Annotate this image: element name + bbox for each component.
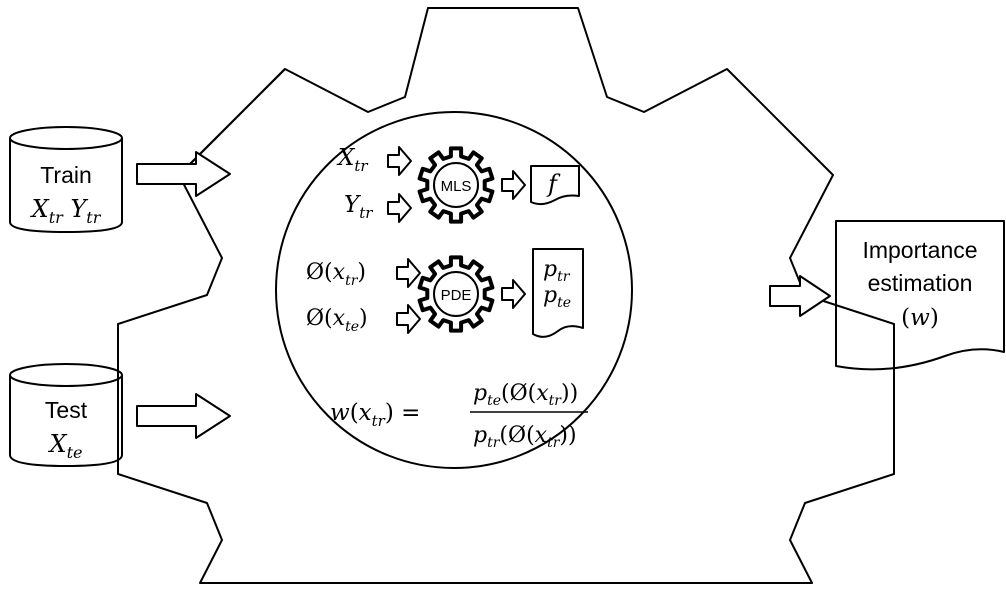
mls-out-arrow [501,170,526,200]
pde-gear-icon [417,255,495,333]
mls-gear-teeth [417,146,495,224]
mls-gear-icon [417,146,495,224]
output-symbol: (w) [901,305,939,331]
pde-out-arrow [501,279,526,309]
train-database: Train Xtr Ytr [9,126,123,233]
mls-row: Xtr Ytr MLS f [336,145,580,224]
pde-input-tr: Ø(xtr) [306,260,366,289]
formula-denominator: ptr(Ø(xtr)) [473,423,577,451]
train-arrow [136,151,231,197]
pde-input-te: Ø(xte) [306,306,368,335]
pde-label: PDE [441,287,472,304]
pde-output-ptr: ptr [543,257,571,285]
output-line-2: estimation [868,270,973,296]
test-title: Test [45,397,88,423]
importance-estimation-document: Importance estimation (w) [835,220,1005,371]
pde-in-arrow-1 [396,258,421,288]
mls-input-y: Ytr [344,192,373,222]
test-database: Test Xte [9,363,123,467]
main-gear-outline-fix [178,68,286,176]
pde-in-arrow-2 [396,304,421,334]
mls-output-f: f [546,170,561,198]
mls-label: MLS [441,178,472,195]
pde-row: Ø(xtr) Ø(xte) PDE ptr pte [306,248,584,338]
train-title: Train [40,162,92,188]
test-arrow [136,393,231,439]
formula-numerator: pte(Ø(xtr)) [473,381,578,409]
test-vars: Xte [48,430,83,462]
f-document [530,165,580,206]
pde-gear-teeth [417,255,495,333]
mls-in-arrow-2 [387,193,412,223]
formula-lhs: w(xtr) = [330,400,420,430]
mls-gear-hub [433,162,479,208]
output-line-1: Importance [862,237,977,263]
mls-in-arrow-1 [387,146,412,176]
inner-circle [275,111,633,469]
pde-gear-hub [433,271,479,317]
pde-output-pte: pte [543,283,571,311]
weight-formula: w(xtr) = pte(Ø(xtr)) ptr(Ø(xtr)) [330,381,588,451]
train-vars: Xtr Ytr [30,195,102,227]
mls-input-x: Xtr [336,145,368,175]
p-document [532,248,584,338]
output-arrow [769,275,831,317]
